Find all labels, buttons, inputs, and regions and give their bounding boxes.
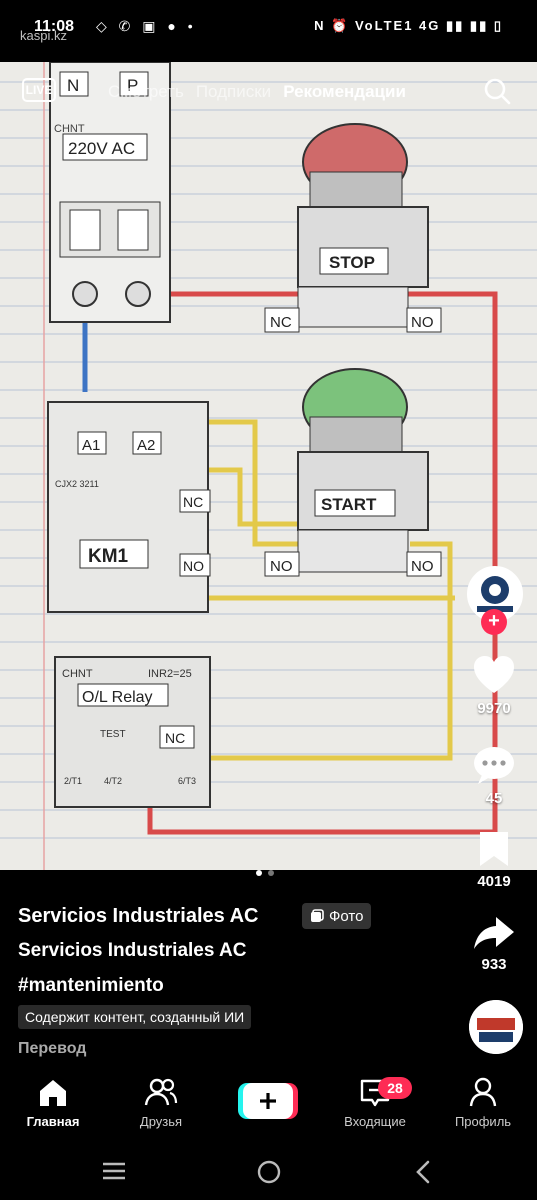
tab-following[interactable]: Подписки <box>195 82 272 101</box>
breaker-brand: CHNT <box>54 123 85 135</box>
music-disc[interactable] <box>469 1000 523 1054</box>
profile-icon <box>469 1077 497 1107</box>
home-icon <box>40 1080 66 1106</box>
post-photo[interactable]: N P CHNT 220V AC STOP NC NO START NO NO <box>0 62 537 870</box>
author-name[interactable]: Servicios Industriales AC <box>18 905 259 927</box>
wiring-diagram-drawing: N P CHNT 220V AC STOP NC NO START NO NO <box>0 62 537 870</box>
live-button[interactable]: LIVE <box>22 78 56 102</box>
start-label: START <box>321 495 377 514</box>
relay-brand: CHNT <box>62 668 93 680</box>
contactor-no: NO <box>183 558 204 574</box>
like-button[interactable]: 9970 <box>464 655 524 717</box>
status-bar: 11:08 ◇ ✆ ▣ ● • N ⏰ VoLTE1 4G ▮▮ ▮▮ ▯ <box>0 0 537 60</box>
nav-profile-label: Профиль <box>454 1114 512 1129</box>
breaker-label-p: P <box>127 76 138 95</box>
photo-badge-label: Фото <box>329 907 364 925</box>
heart-icon <box>474 656 514 693</box>
back-icon[interactable] <box>412 1159 434 1185</box>
pagination-dot-active <box>256 870 262 876</box>
comment-count: 45 <box>485 790 503 807</box>
ai-content-label[interactable]: Содержит контент, созданный ИИ <box>18 1005 252 1029</box>
translate-link[interactable]: Перевод <box>18 1040 87 1057</box>
tab-watch[interactable]: Смотреть <box>108 82 184 101</box>
nav-friends[interactable]: Друзья <box>116 1075 206 1129</box>
system-nav <box>0 1143 537 1200</box>
breaker-voltage: 220V AC <box>68 139 135 158</box>
relay-model: INR2=25 <box>148 668 192 680</box>
home-system-icon[interactable] <box>256 1159 282 1185</box>
share-icon <box>474 917 514 949</box>
top-nav: kaspi.kz LIVE Смотреть Подписки Рекоменд… <box>0 28 537 116</box>
system-status-icons: N ⏰ VoLTE1 4G ▮▮ ▮▮ ▯ <box>314 18 503 33</box>
share-button[interactable]: 933 <box>464 915 524 973</box>
inbox-badge: 28 <box>378 1077 412 1099</box>
stop-no-label: NO <box>411 314 434 331</box>
save-button[interactable]: 4019 <box>464 830 524 890</box>
recent-apps-icon[interactable] <box>100 1159 128 1183</box>
feed-tabs: Смотреть Подписки Рекомендации <box>108 82 406 102</box>
pagination-dot <box>268 870 274 876</box>
nav-home-label: Главная <box>26 1114 80 1129</box>
author-avatar[interactable] <box>467 566 523 622</box>
contactor-model: CJX2 3211 <box>55 479 99 489</box>
status-time: 11:08 <box>34 18 75 35</box>
comment-icon <box>474 747 514 784</box>
bottom-nav: Главная Друзья Входящие 28 Профиль <box>0 1075 537 1143</box>
relay-t1: 2/T1 <box>64 776 82 786</box>
share-count: 933 <box>481 956 507 973</box>
contactor-a1: A1 <box>82 437 100 454</box>
like-count: 9970 <box>477 700 511 717</box>
relay-t3: 6/T3 <box>178 776 196 786</box>
contactor-nc: NC <box>183 494 203 510</box>
caption-hashtag[interactable]: #mantenimiento <box>18 975 164 996</box>
caption-text: Servicios Industriales AC <box>18 940 247 961</box>
nav-home[interactable]: Главная <box>8 1075 98 1129</box>
breaker-label-n: N <box>67 76 79 95</box>
create-button[interactable] <box>238 1083 298 1119</box>
relay-nc: NC <box>165 730 185 746</box>
contactor-km1: KM1 <box>88 546 129 567</box>
tab-for-you[interactable]: Рекомендации <box>283 82 406 101</box>
save-count: 4019 <box>477 873 511 890</box>
photo-pagination <box>256 870 274 876</box>
music-cover-icon <box>469 1000 523 1054</box>
relay-t2: 4/T2 <box>104 776 122 786</box>
stop-label: STOP <box>329 253 375 272</box>
follow-button[interactable]: + <box>481 609 507 635</box>
nav-inbox-label: Входящие <box>344 1114 406 1129</box>
nav-friends-label: Друзья <box>139 1114 183 1129</box>
start-no-label: NO <box>270 558 293 575</box>
photo-badge: Фото <box>302 903 372 929</box>
watermark: kaspi.kz <box>20 28 67 43</box>
relay-label: O/L Relay <box>82 689 153 706</box>
nav-profile[interactable]: Профиль <box>438 1075 528 1129</box>
relay-test: TEST <box>100 729 126 740</box>
bookmark-icon <box>480 832 508 866</box>
notification-icons: ◇ ✆ ▣ ● • <box>96 18 197 34</box>
search-icon[interactable] <box>482 76 512 106</box>
friends-icon <box>144 1078 178 1106</box>
stop-nc-label: NC <box>270 314 292 331</box>
photo-stack-icon <box>311 909 324 922</box>
start-no-label-2: NO <box>411 558 434 575</box>
comment-button[interactable]: 45 <box>464 745 524 807</box>
contactor-a2: A2 <box>137 437 155 454</box>
